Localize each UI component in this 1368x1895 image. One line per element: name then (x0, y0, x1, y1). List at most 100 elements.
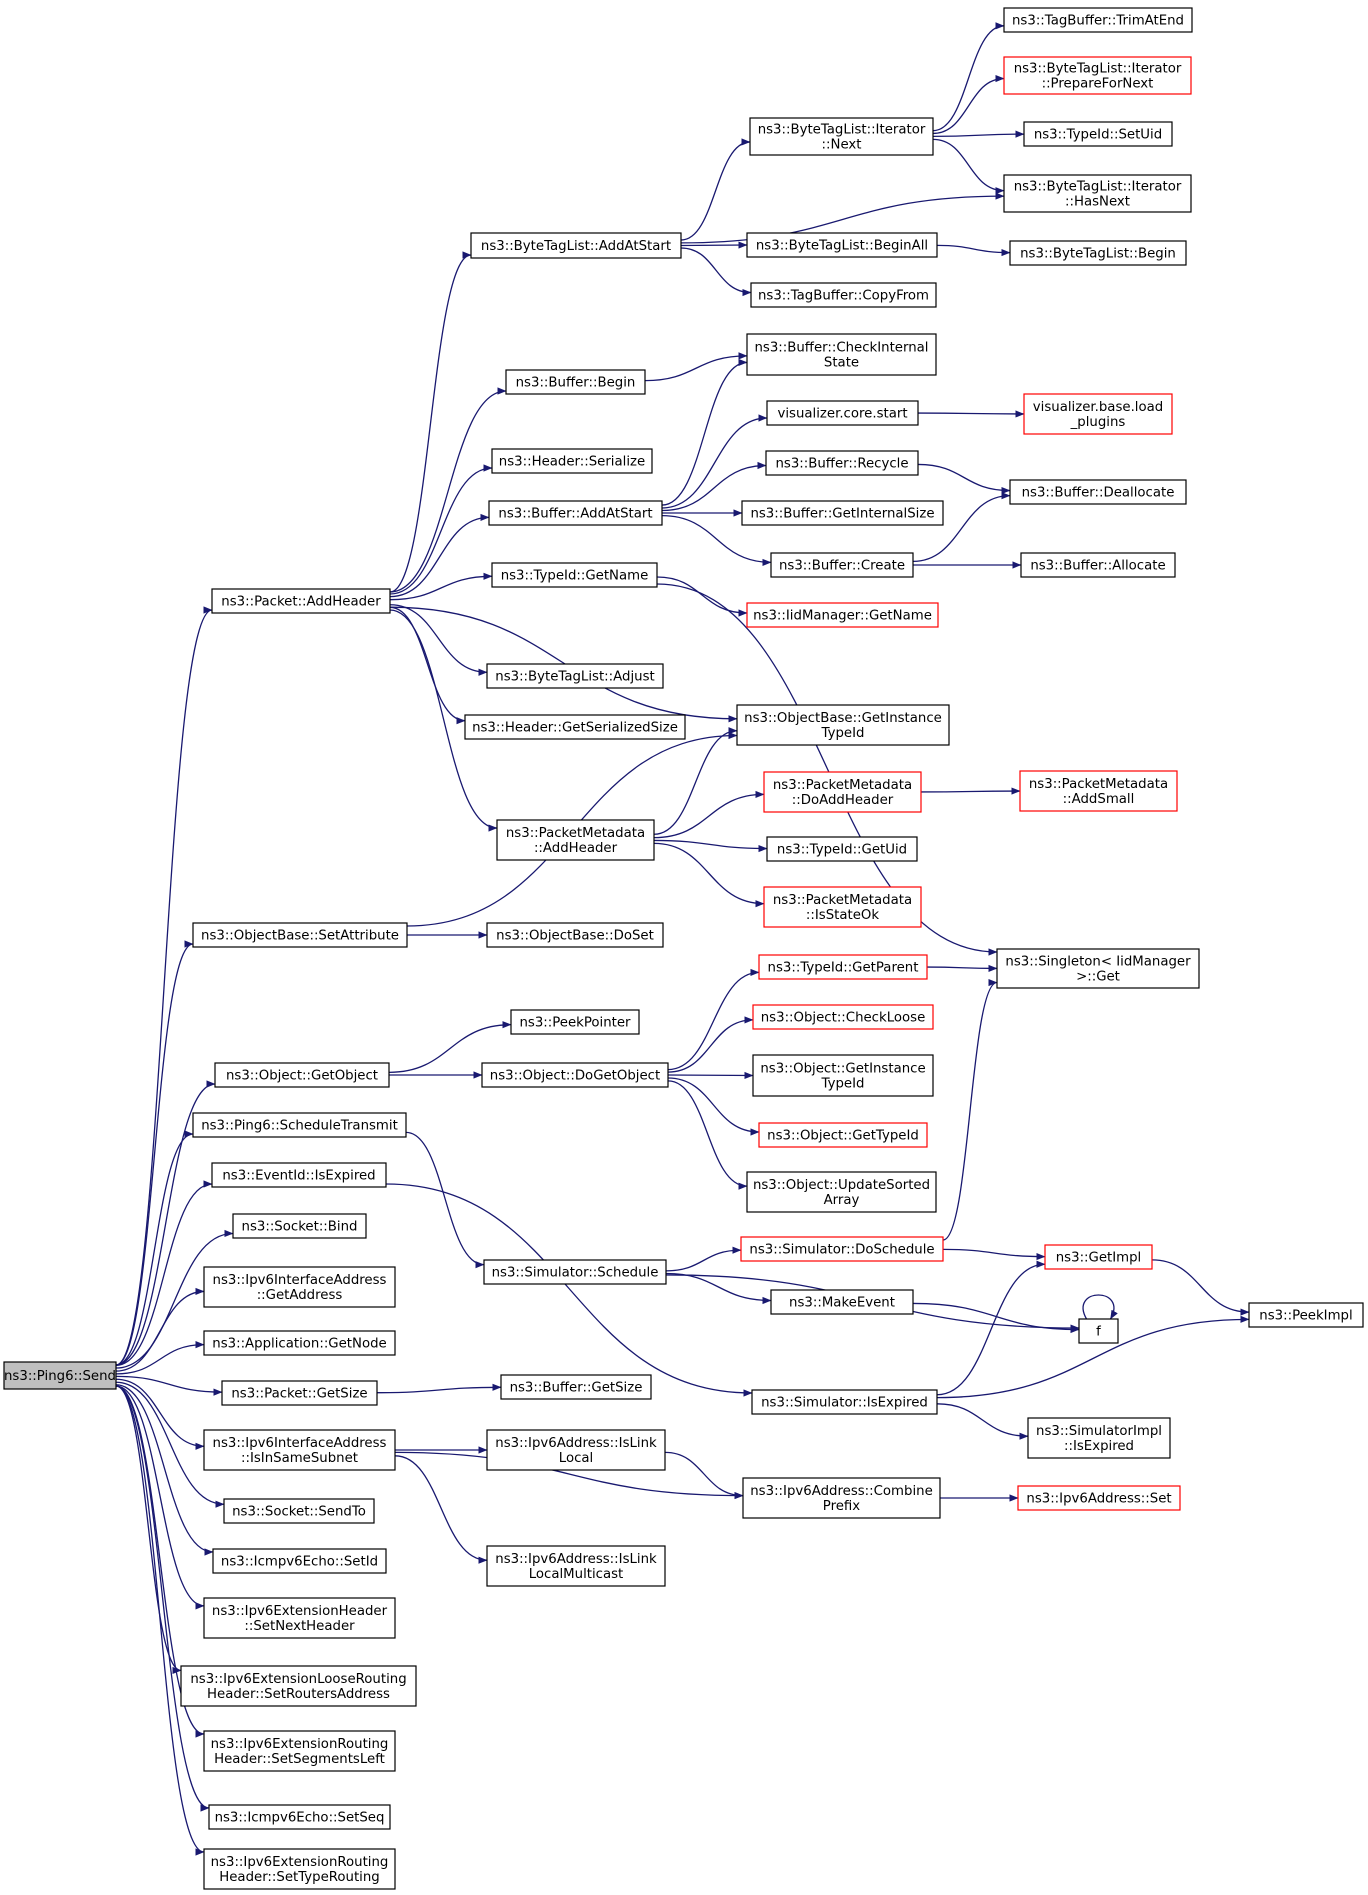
node-label: ns3::PacketMetadata (506, 826, 645, 841)
node-label: ::IsExpired (1064, 1439, 1134, 1454)
node-label: ::GetAddress (257, 1288, 343, 1303)
node-bytetaglist-iterator-next[interactable]: ns3::ByteTagList::Iterator::Next (749, 117, 934, 156)
node-socket-sendto[interactable]: ns3::Socket::SendTo (223, 1498, 375, 1524)
call-edge (115, 1385, 205, 1610)
node-singleton-iidmanager-get[interactable]: ns3::Singleton< IidManager>::Get (996, 948, 1200, 989)
node-typeid-getuid[interactable]: ns3::TypeId::GetUid (766, 836, 918, 862)
node-box (212, 1548, 387, 1574)
node-peekpointer[interactable]: ns3::PeekPointer (510, 1009, 640, 1035)
node-f[interactable]: f (1078, 1318, 1119, 1344)
node-buffer-getsize[interactable]: ns3::Buffer::GetSize (500, 1374, 652, 1400)
node-label: ns3::EventId::IsExpired (222, 1169, 375, 1184)
node-packetmetadata-doaddheader[interactable]: ns3::PacketMetadata::DoAddHeader (763, 771, 922, 813)
node-object-checkloose[interactable]: ns3::Object::CheckLoose (752, 1004, 934, 1030)
node-header-getserializedsize[interactable]: ns3::Header::GetSerializedSize (464, 714, 686, 740)
node-label: ns3::Ipv6Address::IsLink (495, 1552, 657, 1567)
node-packet-getsize[interactable]: ns3::Packet::GetSize (221, 1380, 378, 1406)
node-peekimpl[interactable]: ns3::PeekImpl (1248, 1302, 1364, 1328)
node-packetmetadata-isstateok[interactable]: ns3::PacketMetadata::IsStateOk (763, 886, 922, 928)
node-header-serialize[interactable]: ns3::Header::Serialize (491, 448, 653, 474)
node-packetmetadata-addheader[interactable]: ns3::PacketMetadata::AddHeader (496, 819, 655, 861)
node-buffer-create[interactable]: ns3::Buffer::Create (770, 552, 914, 578)
node-ipv6extensionroutingheader-setsegmentsleft[interactable]: ns3::Ipv6ExtensionRoutingHeader::SetSegm… (203, 1730, 396, 1772)
node-typeid-setuid[interactable]: ns3::TypeId::SetUid (1023, 121, 1173, 147)
node-label: ns3::Object::GetTypeId (767, 1129, 919, 1144)
node-ping6-send[interactable]: ns3::Ping6::Send (3, 1361, 117, 1390)
node-label: ns3::Packet::GetSize (231, 1387, 367, 1402)
node-typeid-getname[interactable]: ns3::TypeId::GetName (491, 562, 658, 588)
call-edge (680, 192, 1005, 244)
node-bytetaglist-addatstart[interactable]: ns3::ByteTagList::AddAtStart (470, 232, 682, 259)
node-packetmetadata-addsmall[interactable]: ns3::PacketMetadata::AddSmall (1019, 770, 1178, 812)
node-buffer-recycle[interactable]: ns3::Buffer::Recycle (765, 450, 919, 476)
node-box (1027, 1417, 1171, 1459)
node-box (766, 836, 918, 862)
call-edge (115, 1287, 205, 1372)
node-label: ns3::Header::Serialize (499, 455, 645, 470)
node-bytetaglist-begin[interactable]: ns3::ByteTagList::Begin (1009, 240, 1187, 266)
node-simulatorimpl-isexpired[interactable]: ns3::SimulatorImpl::IsExpired (1027, 1417, 1171, 1459)
node-box (1023, 393, 1173, 435)
node-box (766, 400, 919, 426)
node-box (1017, 1485, 1181, 1511)
node-buffer-addatstart[interactable]: ns3::Buffer::AddAtStart (488, 500, 663, 526)
node-bytetaglist-iterator-hasnext[interactable]: ns3::ByteTagList::Iterator::HasNext (1003, 174, 1192, 213)
node-icmpv6echo-setid[interactable]: ns3::Icmpv6Echo::SetId (212, 1548, 387, 1574)
node-visualizer-core-start[interactable]: visualizer.core.start (766, 400, 919, 426)
node-object-gettypeid[interactable]: ns3::Object::GetTypeId (758, 1122, 928, 1148)
node-label: ns3::Buffer::CheckInternal (754, 341, 928, 356)
node-object-getobject[interactable]: ns3::Object::GetObject (214, 1062, 390, 1088)
node-buffer-allocate[interactable]: ns3::Buffer::Allocate (1020, 552, 1176, 578)
node-packet-addheader[interactable]: ns3::Packet::AddHeader (211, 588, 391, 614)
node-buffer-deallocate[interactable]: ns3::Buffer::Deallocate (1009, 479, 1187, 505)
node-buffer-begin[interactable]: ns3::Buffer::Begin (505, 369, 646, 395)
node-label: ns3::Socket::SendTo (232, 1505, 366, 1520)
node-ping6-scheduletransmit[interactable]: ns3::Ping6::ScheduleTransmit (192, 1112, 407, 1138)
node-visualizer-base-load-plugins[interactable]: visualizer.base.load_plugins (1023, 393, 1173, 435)
node-typeid-getparent[interactable]: ns3::TypeId::GetParent (758, 954, 928, 980)
node-simulator-doschedule[interactable]: ns3::Simulator::DoSchedule (740, 1236, 944, 1262)
call-edge (115, 1385, 205, 1856)
node-socket-bind[interactable]: ns3::Socket::Bind (232, 1213, 367, 1239)
call-edge (115, 1378, 205, 1450)
node-object-dogetobject[interactable]: ns3::Object::DoGetObject (481, 1062, 669, 1088)
node-objectbase-doset[interactable]: ns3::ObjectBase::DoSet (486, 922, 664, 948)
node-ipv6extensionlooseroutingheader-setroutersaddress[interactable]: ns3::Ipv6ExtensionLooseRoutingHeader::Se… (180, 1665, 417, 1707)
node-eventid-isexpired[interactable]: ns3::EventId::IsExpired (211, 1162, 387, 1188)
graph-edges (115, 22, 1250, 1856)
node-getimpl[interactable]: ns3::GetImpl (1044, 1244, 1153, 1270)
node-tagbuffer-trimatend[interactable]: ns3::TagBuffer::TrimAtEnd (1003, 7, 1193, 33)
node-bytetaglist-iterator-preparefornext[interactable]: ns3::ByteTagList::Iterator::PrepareForNe… (1003, 56, 1192, 95)
node-ipv6interfaceaddress-getaddress[interactable]: ns3::Ipv6InterfaceAddress::GetAddress (203, 1266, 396, 1308)
node-tagbuffer-copyfrom[interactable]: ns3::TagBuffer::CopyFrom (750, 282, 937, 308)
node-makeevent[interactable]: ns3::MakeEvent (770, 1289, 914, 1315)
node-ipv6extensionheader-setnextheader[interactable]: ns3::Ipv6ExtensionHeader::SetNextHeader (203, 1597, 396, 1639)
node-box (770, 1289, 914, 1315)
node-label: ns3::Icmpv6Echo::SetId (221, 1555, 378, 1570)
node-ipv6address-set[interactable]: ns3::Ipv6Address::Set (1017, 1485, 1181, 1511)
call-edge (917, 463, 1011, 495)
node-box (758, 954, 928, 980)
node-buffer-getinternalsize[interactable]: ns3::Buffer::GetInternalSize (741, 500, 944, 526)
node-ipv6extensionroutingheader-settyperouting[interactable]: ns3::Ipv6ExtensionRoutingHeader::SetType… (203, 1848, 396, 1890)
node-bytetaglist-adjust[interactable]: ns3::ByteTagList::Adjust (486, 663, 664, 689)
node-simulator-schedule[interactable]: ns3::Simulator::Schedule (483, 1259, 667, 1285)
node-label: visualizer.core.start (777, 407, 907, 422)
call-edge (115, 1080, 216, 1366)
node-application-getnode[interactable]: ns3::Application::GetNode (203, 1330, 396, 1356)
node-iidmanager-getname[interactable]: ns3::IidManager::GetName (746, 602, 939, 628)
node-icmpv6echo-setseq[interactable]: ns3::Icmpv6Echo::SetSeq (208, 1804, 391, 1830)
node-ipv6interfaceaddress-isinsamesubnet[interactable]: ns3::Ipv6InterfaceAddress::IsInSameSubne… (203, 1429, 396, 1471)
node-label: TypeId (821, 1077, 865, 1092)
node-simulator-isexpired[interactable]: ns3::Simulator::IsExpired (751, 1389, 938, 1415)
node-objectbase-setattribute[interactable]: ns3::ObjectBase::SetAttribute (192, 922, 408, 948)
node-bytetaglist-beginall[interactable]: ns3::ByteTagList::BeginAll (746, 232, 938, 258)
